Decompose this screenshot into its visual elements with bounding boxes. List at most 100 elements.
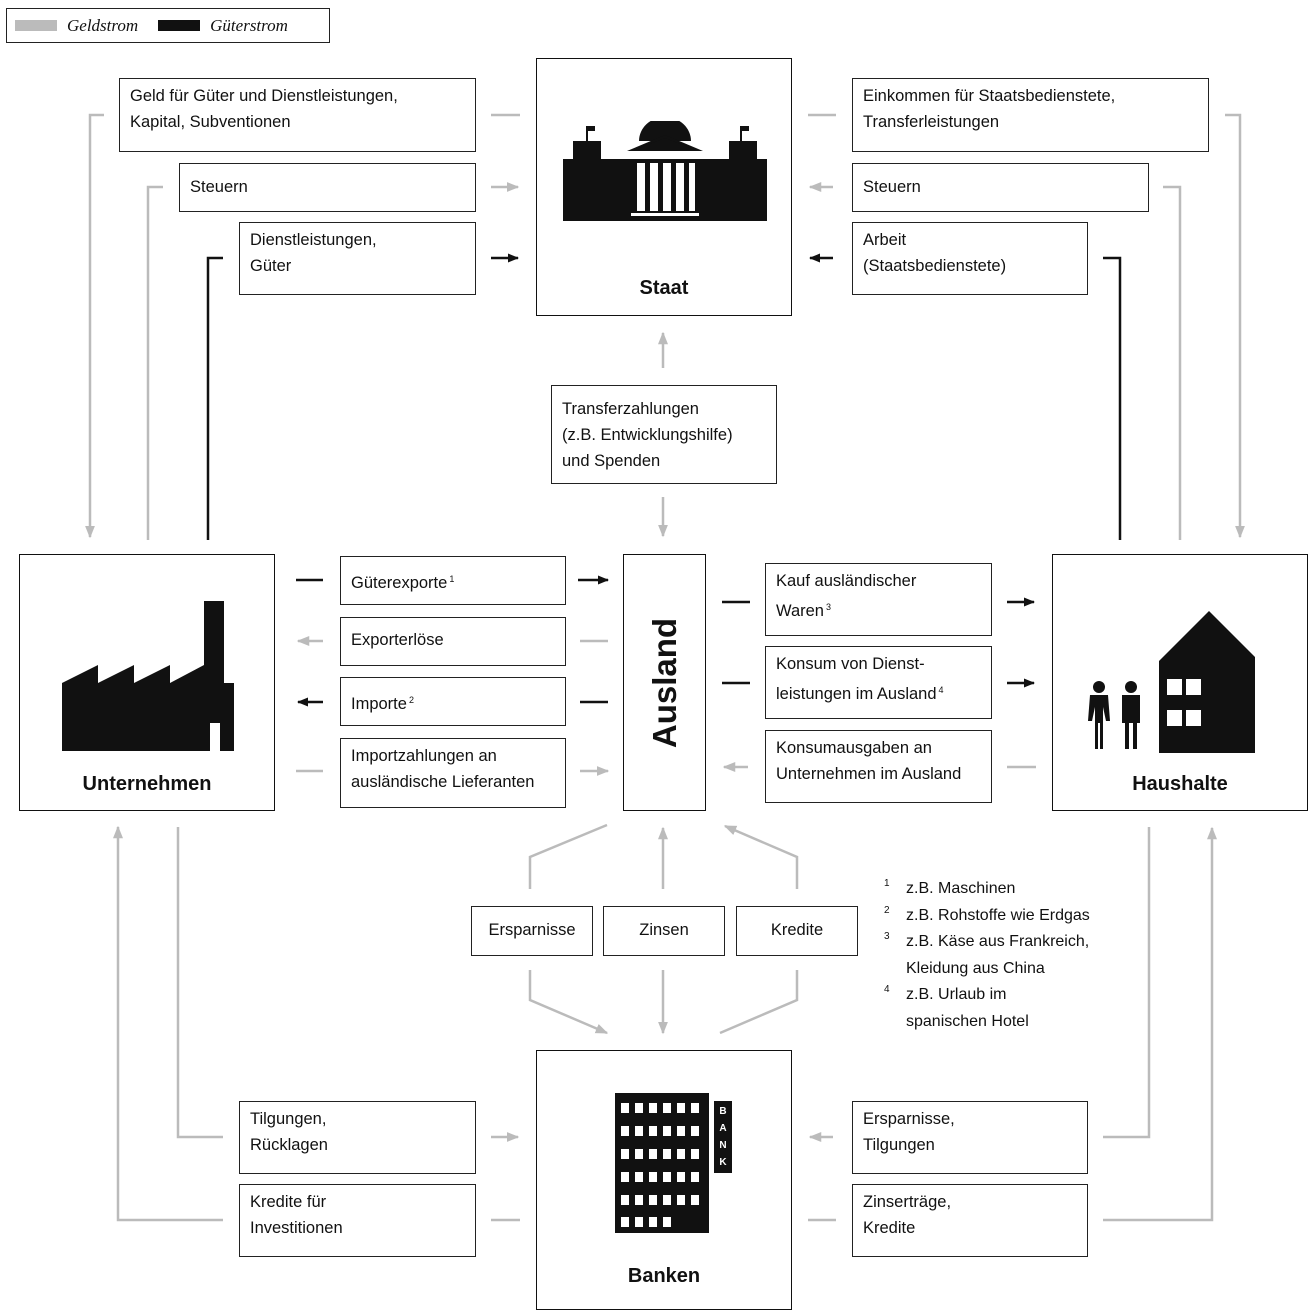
- label-line: (z.B. Entwicklungshilfe): [562, 426, 733, 444]
- banken-title: Banken: [627, 1265, 701, 1287]
- label-line: Kapital, Subventionen: [130, 113, 291, 131]
- label-text: Zinsen: [639, 921, 689, 939]
- label-zinsen: Zinsen: [603, 906, 725, 956]
- footnote-number: 4: [884, 984, 890, 995]
- label-line: Konsum von Dienst-: [776, 655, 925, 673]
- factory-icon: [62, 601, 234, 751]
- legend-gueter-swatch: [158, 20, 201, 31]
- label-line: Importzahlungen an: [351, 747, 497, 765]
- label-text: Kredite: [770, 921, 824, 939]
- label-line: leistungen im Ausland: [776, 685, 937, 703]
- haushalte-title: Haushalte: [1132, 773, 1228, 795]
- label-ersparnisse-tilgungen: Ersparnisse, Tilgungen: [852, 1101, 1088, 1174]
- label-line: Rücklagen: [250, 1136, 328, 1154]
- label-line: Arbeit: [863, 231, 907, 249]
- footnote-number: 1: [884, 878, 890, 889]
- footnote-3: 3 z.B. Käse aus Frankreich, Kleidung aus…: [882, 929, 1090, 982]
- flow-arbeit: [1103, 256, 1122, 540]
- label-line: Ersparnisse,: [863, 1110, 955, 1128]
- node-staat: Staat: [536, 58, 792, 316]
- footnote-ref: 2: [408, 695, 414, 705]
- label-line: und Spenden: [562, 452, 661, 470]
- footnote-line: Kleidung aus China: [906, 959, 1045, 977]
- label-arbeit: Arbeit (Staatsbedienstete): [852, 222, 1088, 295]
- footnote-2: 2 z.B. Rohstoffe wie Erdgas: [882, 903, 1090, 930]
- node-banken: B A N K Banken: [536, 1050, 792, 1310]
- unternehmen-title: Unternehmen: [82, 773, 212, 795]
- label-line: Kredite: [863, 1219, 916, 1237]
- flow-dienstleistungen: [206, 256, 223, 540]
- node-unternehmen: Unternehmen: [19, 554, 275, 811]
- label-line: Güter: [250, 257, 292, 275]
- label-line: Transferzahlungen: [562, 400, 699, 418]
- flow-einkommen: [1225, 113, 1245, 539]
- footnote-1: 1 z.B. Maschinen: [882, 876, 1090, 903]
- label-kredite-investitionen: Kredite für Investitionen: [239, 1184, 476, 1257]
- label-konsumausgaben: Konsumausgaben an Unternehmen im Ausland: [765, 730, 992, 803]
- label-geld-fuer-gueter: Geld für Güter und Dienstleistungen, Kap…: [119, 78, 476, 152]
- label-line: Einkommen für Staatsbedienstete,: [863, 87, 1116, 105]
- household-icon: [1088, 611, 1255, 753]
- bank-sign-letter: A: [719, 1123, 727, 1134]
- footnote-line: z.B. Maschinen: [906, 880, 1016, 897]
- bank-sign-letter: K: [719, 1157, 727, 1168]
- footnote-ref: 1: [449, 574, 455, 584]
- label-line: Zinserträge,: [863, 1193, 952, 1211]
- footnote-ref: 4: [938, 685, 944, 695]
- flow-geld-fuer-gueter: [85, 113, 104, 539]
- footnote-4: 4 z.B. Urlaub im spanischen Hotel: [882, 982, 1090, 1035]
- label-line: Kredite für: [250, 1193, 327, 1211]
- flow-steuern-left: [146, 185, 163, 540]
- label-zinsertraege-kredite: Zinserträge, Kredite: [852, 1184, 1088, 1257]
- footnote-number: 3: [884, 931, 890, 942]
- label-line: Tilgungen: [863, 1136, 935, 1154]
- label-steuern-right: Steuern: [852, 163, 1149, 212]
- bank-building-icon: [615, 1093, 732, 1233]
- label-line: Dienstleistungen,: [250, 231, 377, 249]
- footnotes: 1 z.B. Maschinen 2 z.B. Rohstoffe wie Er…: [882, 876, 1090, 1035]
- footnote-ref: 3: [826, 602, 832, 612]
- label-text: Steuern: [863, 178, 921, 196]
- ausland-title: Ausland: [646, 617, 683, 749]
- parliament-icon: [563, 121, 767, 221]
- label-konsum-dienstleistungen: Konsum von Dienst- leistungen im Ausland…: [765, 646, 992, 719]
- label-line: Konsumausgaben an: [776, 739, 932, 757]
- label-kredite: Kredite: [736, 906, 858, 956]
- legend-geld-swatch: [15, 20, 57, 31]
- label-line: (Staatsbedienstete): [863, 257, 1007, 275]
- footnote-line: z.B. Rohstoffe wie Erdgas: [906, 906, 1090, 924]
- flow-steuern-right: [1163, 185, 1182, 540]
- label-line: Investitionen: [250, 1219, 343, 1237]
- label-text: Ersparnisse: [488, 921, 576, 939]
- legend-geld-label: Geldstrom: [67, 15, 139, 35]
- staat-title: Staat: [639, 277, 689, 299]
- footnote-line: spanischen Hotel: [906, 1012, 1029, 1030]
- legend: Geldstrom Güterstrom: [6, 8, 330, 43]
- label-line: Waren: [776, 602, 824, 620]
- label-einkommen: Einkommen für Staatsbedienstete, Transfe…: [852, 78, 1209, 152]
- legend-gueter-label: Güterstrom: [210, 15, 288, 35]
- bank-sign-letter: B: [719, 1106, 727, 1117]
- label-ersparnisse: Ersparnisse: [471, 906, 593, 956]
- label-line: Geld für Güter und Dienstleistungen,: [130, 87, 398, 105]
- footnote-line: z.B. Käse aus Frankreich,: [906, 933, 1090, 950]
- label-transferzahlungen: Transferzahlungen (z.B. Entwicklungshilf…: [551, 385, 777, 484]
- label-line: Kauf ausländischer: [776, 572, 917, 590]
- footnote-number: 2: [884, 904, 890, 916]
- label-line: Transferleistungen: [863, 113, 1000, 131]
- footnote-line: z.B. Urlaub im: [906, 986, 1007, 1003]
- node-haushalte: Haushalte: [1052, 554, 1308, 811]
- node-ausland: Ausland: [623, 554, 706, 811]
- label-exporterloese: Exporterlöse: [340, 617, 566, 666]
- label-dienstleistungen: Dienstleistungen, Güter: [239, 222, 476, 295]
- label-tilgungen-ruecklagen: Tilgungen, Rücklagen: [239, 1101, 476, 1174]
- label-line: ausländische Lieferanten: [351, 773, 535, 791]
- label-steuern-left: Steuern: [179, 163, 476, 212]
- label-text: Importe: [351, 695, 407, 713]
- label-line: Tilgungen,: [250, 1110, 327, 1128]
- label-text: Güterexporte: [351, 574, 448, 592]
- label-text: Steuern: [190, 178, 248, 196]
